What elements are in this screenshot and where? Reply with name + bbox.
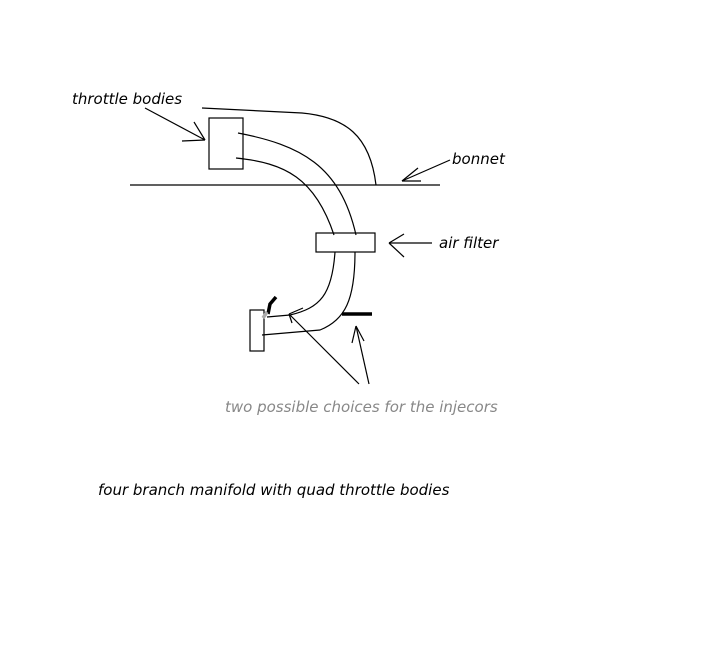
lower-pipe-inner bbox=[266, 251, 336, 318]
outer-curve bbox=[201, 107, 377, 186]
label-air-filter: air filter bbox=[439, 234, 499, 252]
manifold-flange bbox=[249, 309, 265, 352]
label-throttle-bodies: throttle bodies bbox=[72, 90, 183, 108]
air-filter-box bbox=[315, 232, 376, 253]
caption: four branch manifold with quad throttle … bbox=[98, 481, 450, 499]
injector-mark-a bbox=[266, 295, 278, 315]
injector-mark-a-grey bbox=[261, 311, 269, 319]
arrow-throttle-bodies bbox=[144, 107, 206, 142]
upper-pipe-inner bbox=[235, 157, 335, 236]
throttle-body-box bbox=[208, 117, 244, 170]
label-injector-choices: two possible choices for the injecors bbox=[225, 398, 498, 416]
arrows-injectors bbox=[288, 307, 370, 385]
upper-pipe-outer bbox=[237, 132, 357, 236]
lower-pipe-outer bbox=[261, 251, 356, 336]
label-bonnet: bonnet bbox=[452, 150, 505, 168]
arrow-bonnet bbox=[401, 159, 451, 182]
arrow-air-filter bbox=[388, 233, 432, 258]
